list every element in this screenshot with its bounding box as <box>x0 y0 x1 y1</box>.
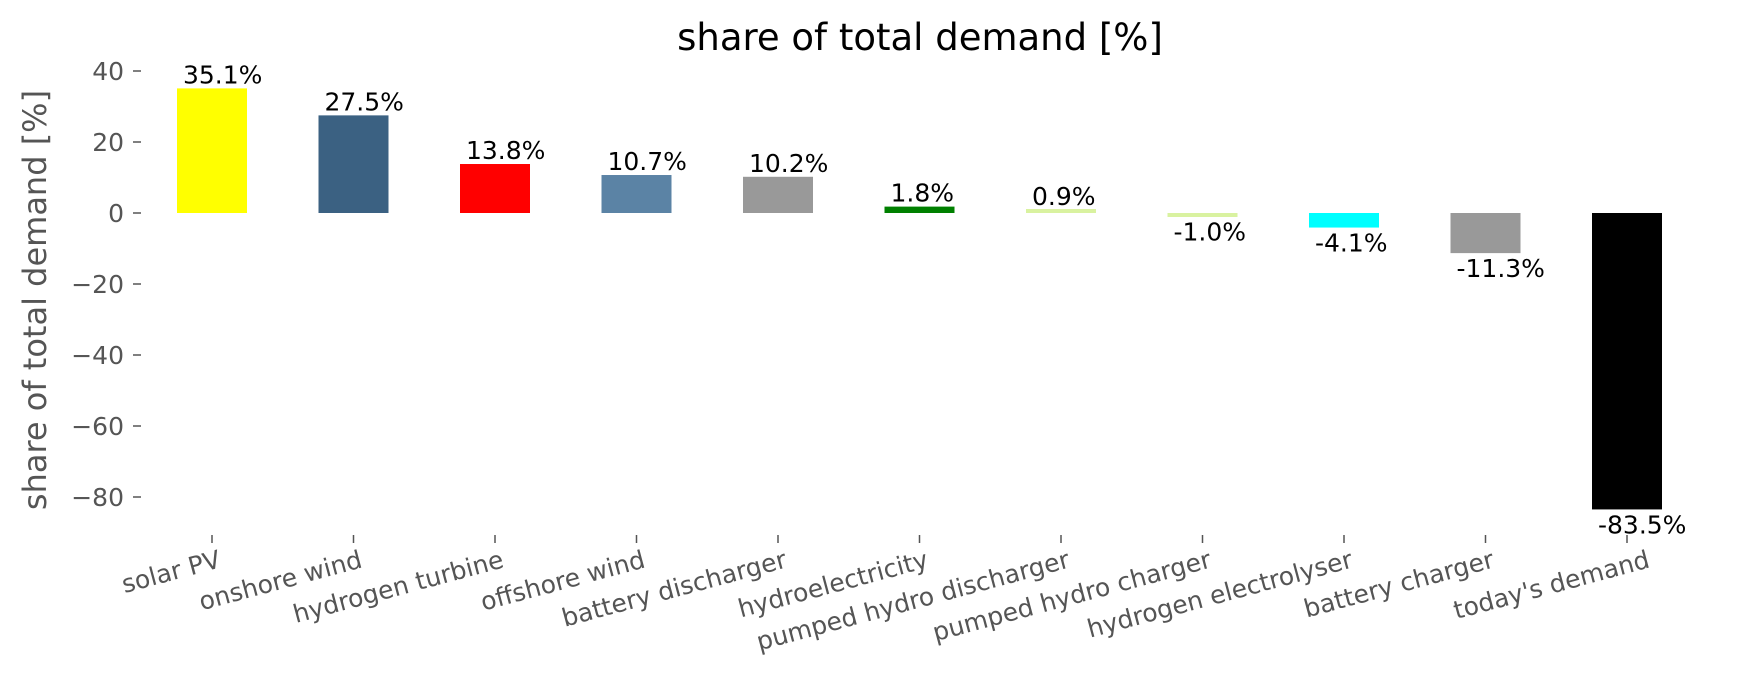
y-tick-label: 20 <box>92 128 124 157</box>
y-tick-label: −60 <box>71 412 124 441</box>
data-labels: 35.1% 27.5% 13.8% 10.7% 10.2% 1.8% 0.9% -1.0% -4… <box>183 60 1686 539</box>
bars <box>177 88 1662 510</box>
y-tick-label: −20 <box>71 270 124 299</box>
bar <box>318 115 389 213</box>
bar <box>1450 213 1521 254</box>
data-label: 1.8% <box>891 179 955 208</box>
data-label: 0.9% <box>1032 182 1096 211</box>
data-label: -11.3% <box>1457 254 1545 283</box>
data-label: -83.5% <box>1598 510 1686 539</box>
bar <box>743 176 813 213</box>
data-label: -1.0% <box>1174 218 1247 247</box>
bar <box>601 175 672 213</box>
bar <box>177 88 247 213</box>
bar <box>1026 209 1096 213</box>
y-tick-label: 40 <box>92 57 124 86</box>
chart-title: share of total demand [%] <box>677 16 1163 59</box>
bar <box>884 206 955 213</box>
data-label: 10.7% <box>608 147 687 176</box>
y-tick-label: −40 <box>71 341 124 370</box>
data-label: 27.5% <box>325 87 404 116</box>
y-axis-label: share of total demand [%] <box>16 90 54 510</box>
bar <box>1167 213 1238 217</box>
data-label: 10.2% <box>749 149 828 178</box>
bar <box>460 164 530 213</box>
data-label: 35.1% <box>183 60 262 89</box>
y-tick-label: −80 <box>71 483 124 512</box>
y-tick-label: 0 <box>108 199 124 228</box>
y-axis: 40 20 0 −20 −40 −60 −80 <box>71 57 141 512</box>
bar <box>1592 213 1662 510</box>
bar <box>1309 213 1379 228</box>
data-label: 13.8% <box>466 136 545 165</box>
data-label: -4.1% <box>1315 229 1388 258</box>
